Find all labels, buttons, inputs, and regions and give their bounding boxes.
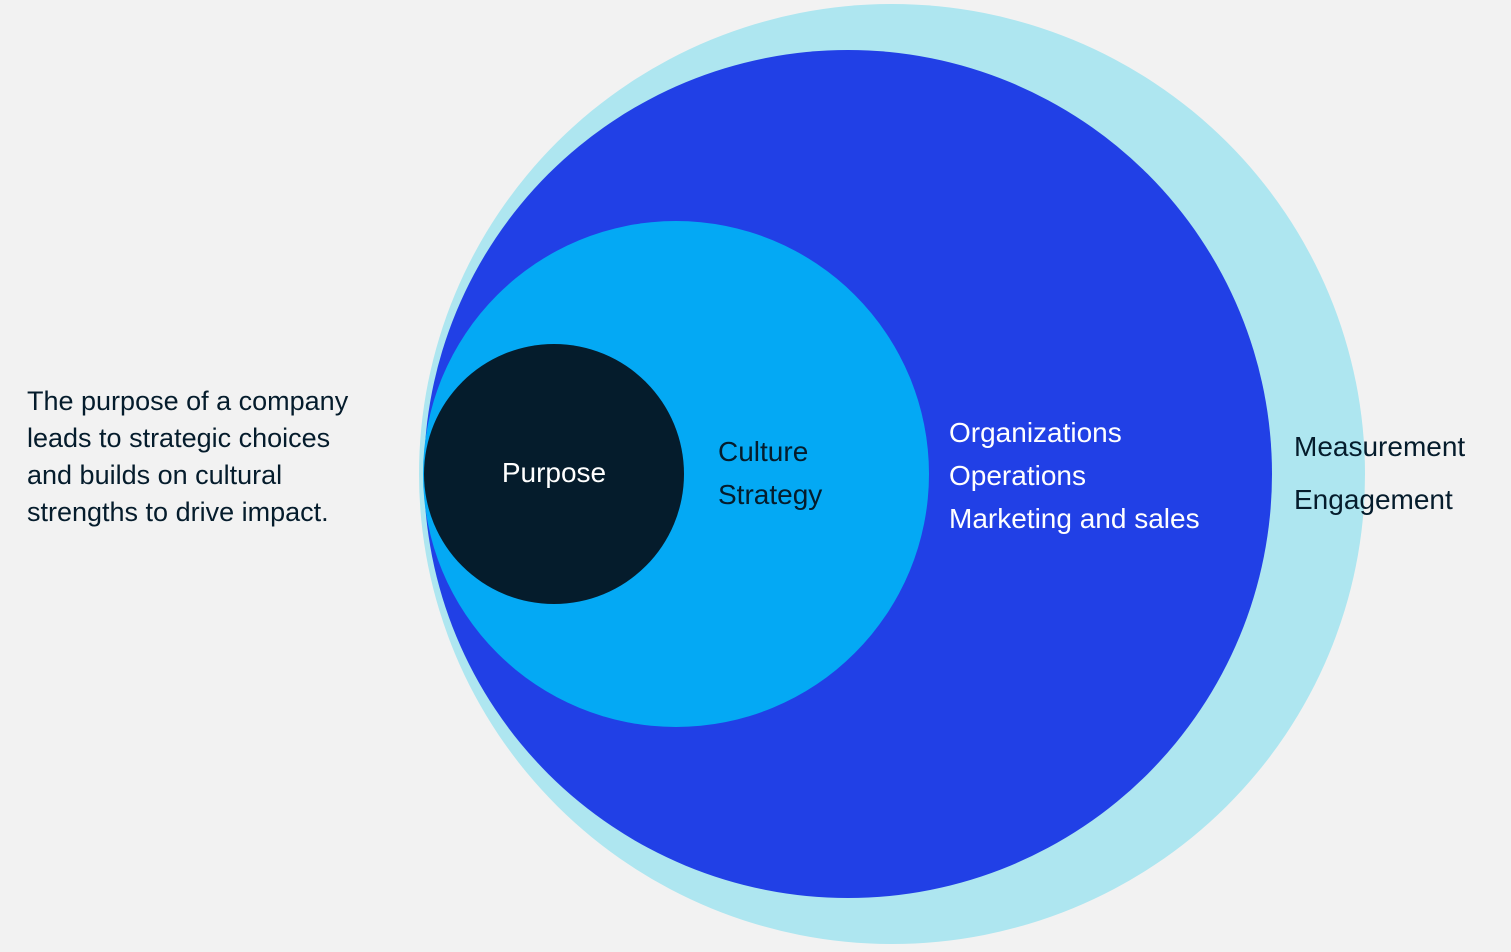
marketing-and-sales-label: Marketing and sales: [949, 503, 1200, 534]
engagement-label: Engagement: [1294, 484, 1453, 515]
description-line: The purpose of a company: [27, 386, 349, 416]
purpose-label: Purpose: [501, 457, 607, 488]
description-line: leads to strategic choices: [27, 423, 331, 453]
inner-circle: [424, 344, 684, 604]
middle-circle-labels: Culture Strategy: [718, 430, 822, 516]
outer-circle-labels: Measurement Engagement: [1294, 420, 1465, 526]
operations-label: Operations: [949, 460, 1086, 491]
measurement-label: Measurement: [1294, 431, 1466, 462]
large-circle-labels: Organizations Operations Marketing and s…: [949, 411, 1200, 540]
description-text: The purpose of a company leads to strate…: [27, 383, 407, 531]
description-line: and builds on cultural: [27, 460, 283, 490]
strategy-label: Strategy: [718, 479, 823, 510]
description-line: strengths to drive impact.: [27, 497, 329, 527]
culture-label: Culture: [718, 436, 809, 467]
organizations-label: Organizations: [949, 417, 1122, 448]
